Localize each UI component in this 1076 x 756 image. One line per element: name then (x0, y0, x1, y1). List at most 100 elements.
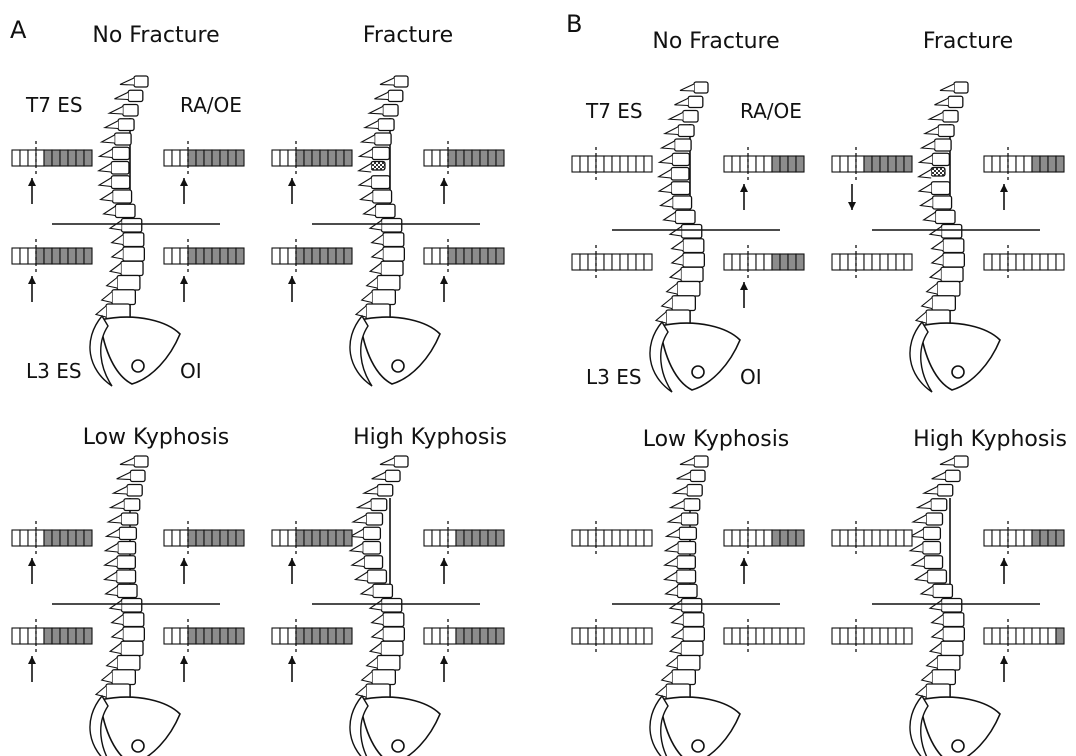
spinous-process (918, 501, 931, 509)
bar-segment (840, 156, 848, 172)
vertebra (375, 204, 395, 217)
vertebra (677, 656, 700, 671)
bar-segment (896, 254, 904, 270)
bar-segment-active (1056, 156, 1064, 172)
pelvis (360, 317, 440, 384)
activation-bar (12, 239, 92, 273)
spinous-process (656, 312, 666, 323)
bar-segment (588, 628, 596, 644)
spinous-process (670, 601, 682, 611)
spine-illustration (910, 82, 1000, 392)
bar-segment (12, 150, 20, 166)
spinous-process (102, 672, 112, 683)
vertebra (941, 641, 963, 655)
vertebra (118, 119, 134, 131)
bar-segment-active (60, 530, 68, 546)
spinous-process (111, 501, 124, 509)
bar-segment (1040, 628, 1048, 644)
bar-segment-active (336, 150, 344, 166)
spinous-process (99, 164, 112, 173)
arrow-up-icon (440, 656, 448, 682)
bar-segment-active (320, 628, 328, 644)
activation-bar (984, 619, 1064, 653)
bar-segment-active (796, 530, 804, 546)
spine-illustration (910, 456, 1000, 756)
vertebra (373, 584, 393, 597)
bar-segment (1008, 628, 1016, 644)
bar-segment (1008, 254, 1016, 270)
bar-segment (992, 628, 1000, 644)
vertebra (682, 599, 702, 613)
bar-segment (172, 248, 180, 264)
vertebra (682, 225, 702, 239)
bar-segment (612, 628, 620, 644)
bar-segment-active (328, 628, 336, 644)
bar-segment (588, 530, 596, 546)
bar-segment-active (220, 150, 228, 166)
bar-segment-active (212, 530, 220, 546)
spinous-process (353, 515, 366, 523)
spinous-process (673, 487, 687, 495)
spinous-process (117, 472, 131, 479)
spinous-process (372, 235, 383, 245)
bar-segment-active (68, 248, 76, 264)
bar-segment (20, 530, 28, 546)
hip-joint (392, 740, 404, 752)
spinous-process (352, 558, 364, 567)
spinous-process (670, 643, 681, 653)
spine-illustration (350, 76, 440, 386)
bar-segment (628, 530, 636, 546)
bar-segment (280, 628, 288, 644)
bar-segment (1008, 156, 1016, 172)
vertebra (112, 670, 135, 685)
bar-segment-active (320, 150, 328, 166)
bar-segment-active (1048, 156, 1056, 172)
spinous-process (361, 192, 373, 201)
bar-segment-active (296, 530, 304, 546)
vertebra (683, 111, 698, 123)
bar-segment (620, 156, 628, 172)
pelvis (660, 323, 740, 390)
muscle-label: OI (740, 365, 762, 389)
spinous-process (668, 515, 681, 523)
vertebra (935, 210, 955, 223)
vertebra (382, 599, 402, 613)
spinous-process (106, 586, 118, 595)
bar-segment-active (448, 248, 456, 264)
vertebra (924, 556, 942, 569)
bar-segment (596, 530, 604, 546)
vertebra (128, 90, 143, 101)
vertebra (122, 599, 142, 613)
bar-segment-active (52, 628, 60, 644)
activation-bar (572, 619, 652, 653)
bar-segment (12, 248, 20, 264)
bar-segment-active (456, 248, 464, 264)
bar-segment-active (68, 150, 76, 166)
bar-segment-active (488, 150, 496, 166)
bar-segment (848, 254, 856, 270)
bar-segment-active (472, 150, 480, 166)
spinous-process (921, 586, 933, 595)
muscle-label: RA/OE (740, 99, 802, 123)
vertebra (123, 627, 145, 641)
vertebra (942, 599, 962, 613)
bar-segment (1016, 530, 1024, 546)
activation-bar (164, 619, 244, 653)
bar-segment-active (320, 248, 328, 264)
vertebra (943, 253, 965, 267)
bar-segment (20, 248, 28, 264)
bar-segment (12, 628, 20, 644)
vertebra (124, 499, 140, 511)
vertebra (371, 176, 389, 189)
bar-segment-active (304, 150, 312, 166)
vertebra (117, 570, 136, 583)
bar-segment (764, 254, 772, 270)
bar-segment-active (496, 150, 504, 166)
vertebra (933, 196, 952, 209)
panel-b (572, 82, 1064, 756)
spinous-process (930, 269, 941, 279)
bar-segment-active (236, 248, 244, 264)
vertebra (931, 499, 947, 511)
spinous-process (109, 107, 123, 115)
panel-letter: A (10, 16, 27, 44)
